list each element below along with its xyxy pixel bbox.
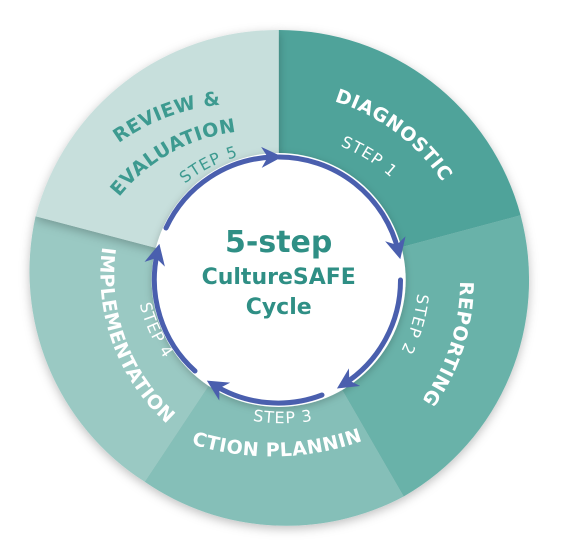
action-planning-step: STEP 3 xyxy=(252,406,313,427)
center-title-line-1: 5-step xyxy=(225,225,332,260)
center-title-line-2: CultureSAFE xyxy=(202,265,356,290)
center-circle xyxy=(151,153,406,407)
arrow-arc-3 xyxy=(206,380,325,406)
arrow-arc-1 xyxy=(276,154,406,260)
arrow-arc-2 xyxy=(336,277,404,389)
svg-text:STEP 3: STEP 3 xyxy=(252,406,314,427)
arrow-arc-5 xyxy=(163,146,283,231)
center-title-line-3: Cycle xyxy=(246,295,312,320)
cycle-arrows xyxy=(144,146,406,406)
arrow-arc-4 xyxy=(144,243,198,374)
center-title: 5-step CultureSAFE Cycle xyxy=(202,225,356,320)
